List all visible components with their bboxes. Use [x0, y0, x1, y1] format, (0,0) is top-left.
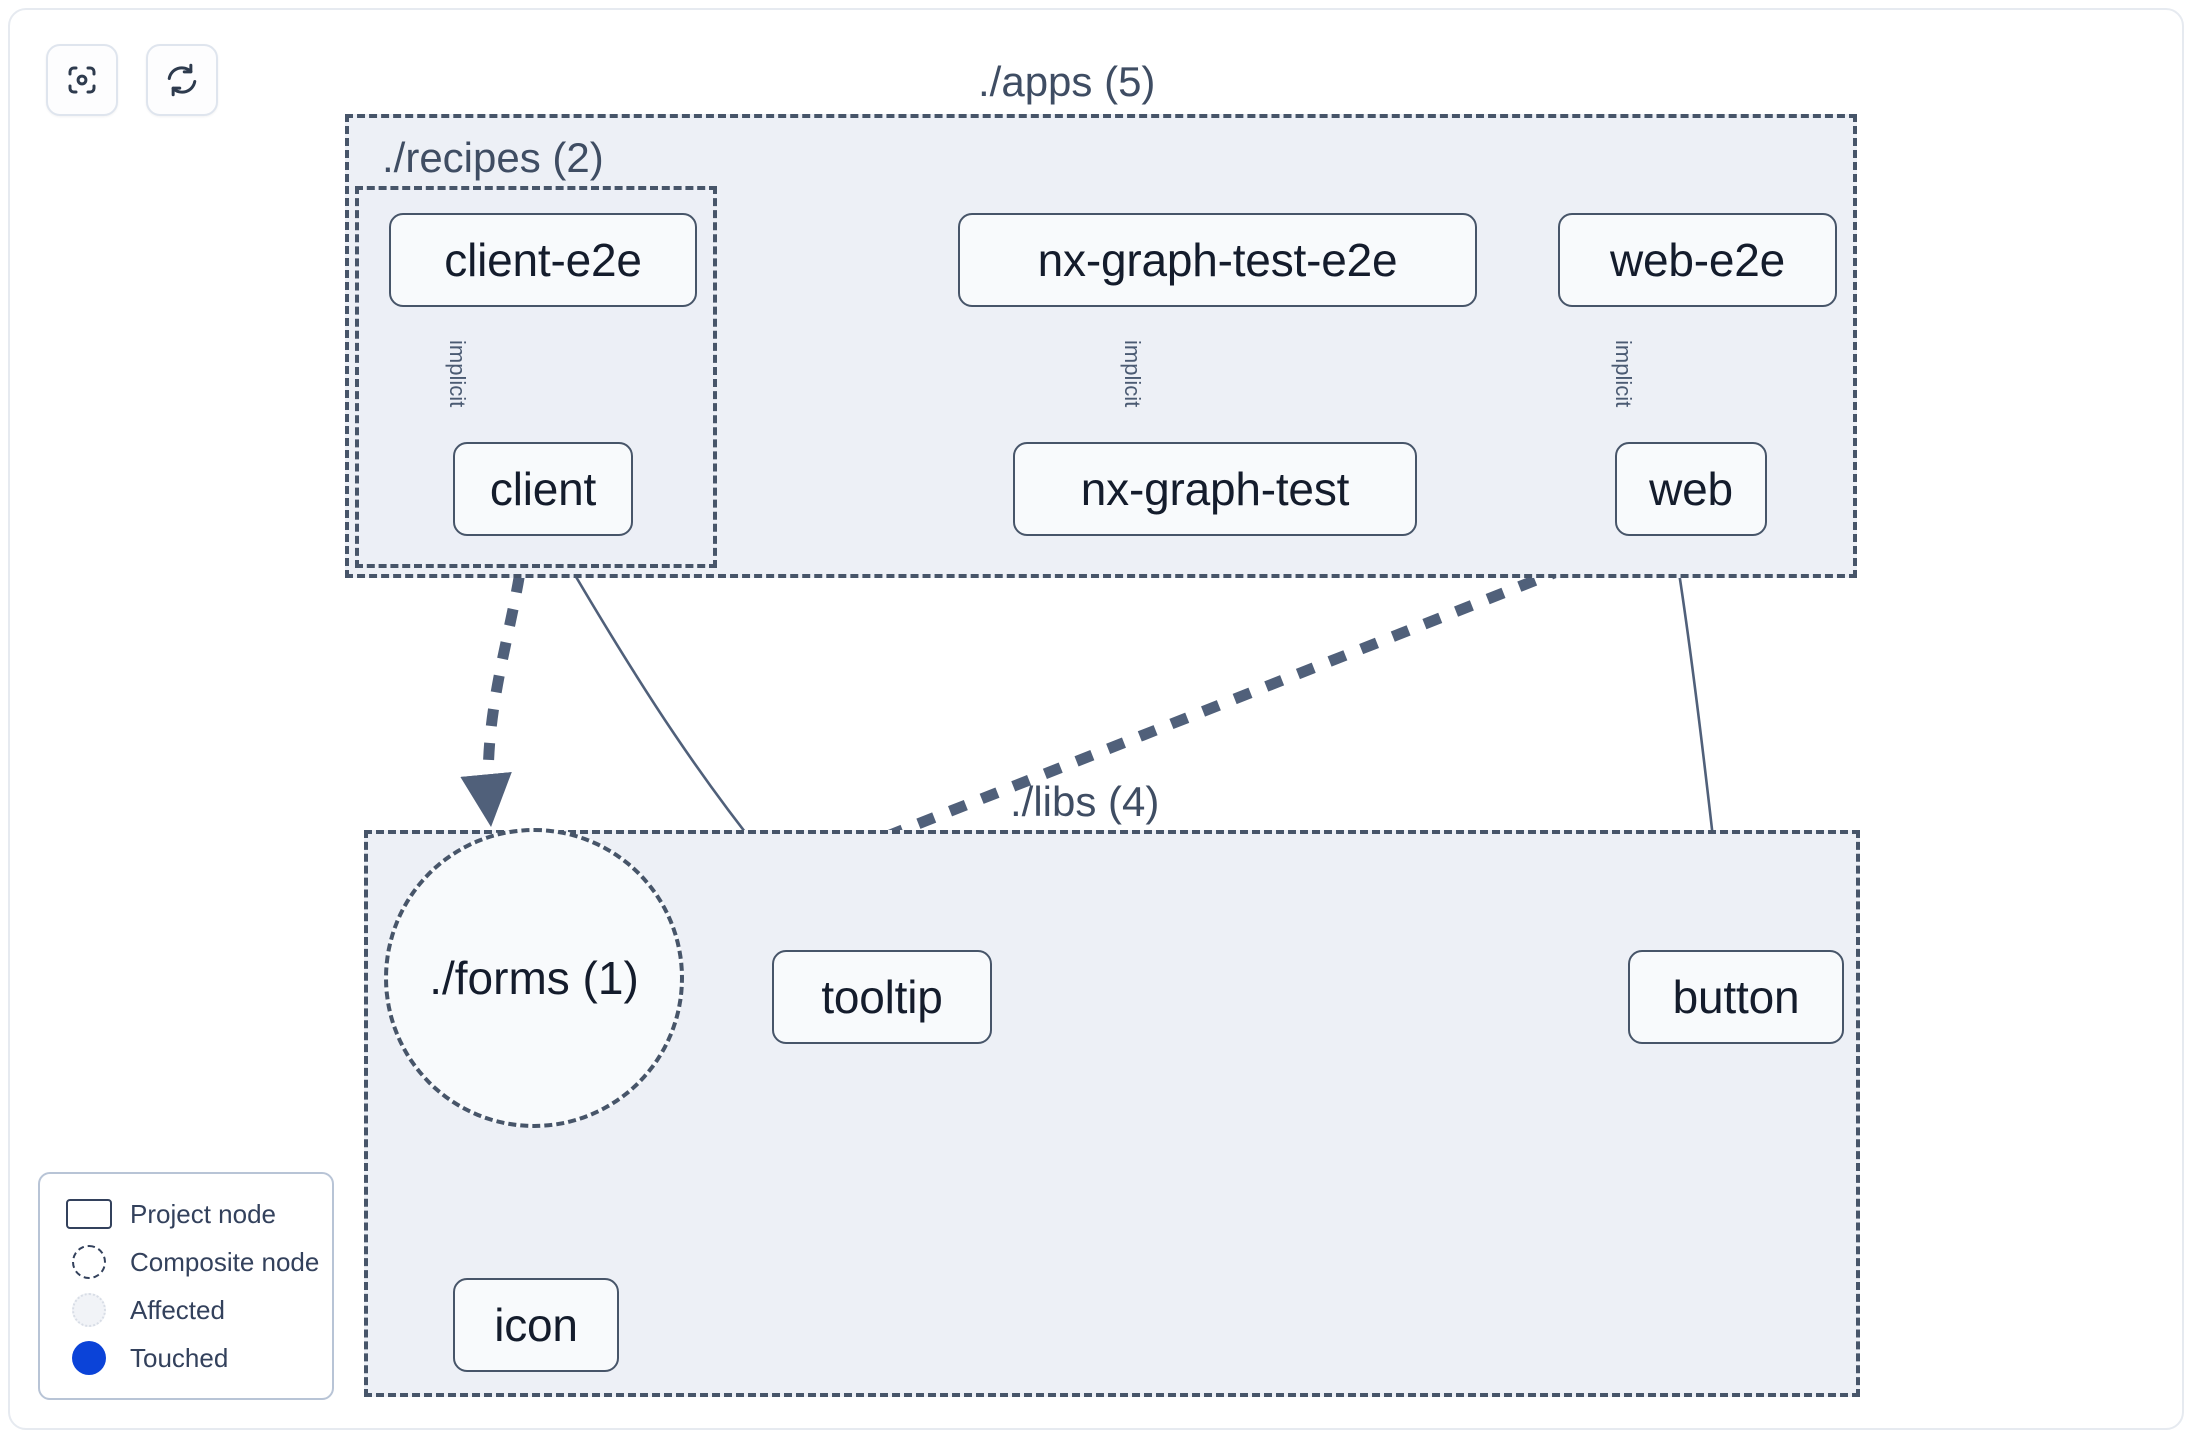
legend-item-touched: Touched — [58, 1334, 314, 1382]
node-label: tooltip — [821, 971, 943, 1023]
node-client[interactable]: client — [453, 442, 633, 536]
node-label: web-e2e — [1609, 234, 1786, 286]
graph-canvas-panel[interactable]: ./apps (5) ./recipes (2) ./libs (4) — [8, 8, 2184, 1430]
touched-swatch — [58, 1341, 120, 1375]
refresh-icon — [164, 62, 200, 98]
node-tooltip[interactable]: tooltip — [772, 950, 992, 1044]
legend-label: Affected — [130, 1294, 225, 1325]
node-button[interactable]: button — [1628, 950, 1844, 1044]
legend-label: Composite node — [130, 1246, 320, 1277]
node-forms[interactable]: ./forms (1) — [384, 828, 684, 1128]
node-nx-graph-test-e2e[interactable]: nx-graph-test-e2e — [958, 213, 1477, 307]
graph-toolbar — [46, 44, 218, 116]
focus-graph-button[interactable] — [46, 44, 118, 116]
node-label: nx-graph-test-e2e — [1037, 234, 1398, 286]
graph-legend: Project node Composite node Affected Tou… — [38, 1172, 334, 1400]
legend-item-composite-node: Composite node — [58, 1238, 319, 1286]
node-client-e2e[interactable]: client-e2e — [389, 213, 697, 307]
focus-target-icon — [64, 62, 100, 98]
node-label: nx-graph-test — [1080, 463, 1350, 515]
node-label: client-e2e — [444, 234, 642, 286]
composite-node-swatch — [58, 1245, 120, 1279]
node-nx-graph-test[interactable]: nx-graph-test — [1013, 442, 1417, 536]
project-node-swatch — [58, 1199, 120, 1229]
node-label: ./forms (1) — [429, 952, 639, 1004]
node-label: web — [1649, 463, 1733, 515]
node-web[interactable]: web — [1615, 442, 1767, 536]
node-label: icon — [494, 1299, 578, 1351]
affected-swatch — [58, 1293, 120, 1327]
node-web-e2e[interactable]: web-e2e — [1558, 213, 1837, 307]
legend-item-affected: Affected — [58, 1286, 314, 1334]
legend-label: Project node — [130, 1198, 276, 1229]
node-label: button — [1672, 971, 1800, 1023]
legend-item-project-node: Project node — [58, 1190, 314, 1238]
legend-label: Touched — [130, 1342, 229, 1373]
refresh-graph-button[interactable] — [146, 44, 218, 116]
node-icon[interactable]: icon — [453, 1278, 619, 1372]
node-label: client — [489, 463, 597, 515]
edge-client-to-forms[interactable] — [460, 541, 530, 827]
